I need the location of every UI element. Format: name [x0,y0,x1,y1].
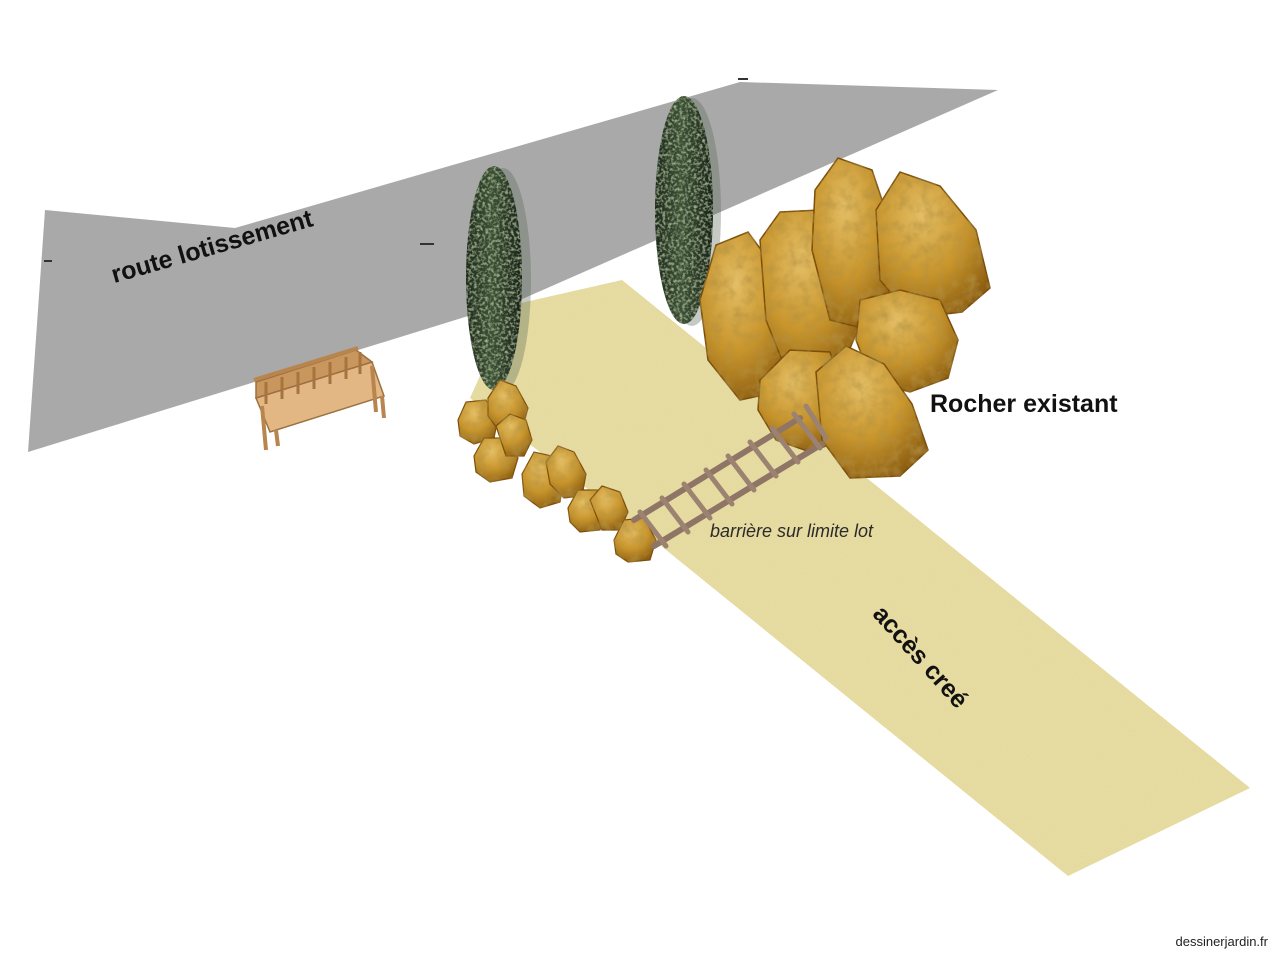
rock-boulder-icon [699,157,991,479]
rock-label: Rocher existant [930,390,1118,418]
wooden-fence-icon [631,403,829,549]
site-credit: dessinerjardin.fr [1175,934,1269,949]
cypress-tree-icon [466,166,531,392]
cypress-tree-icon [655,96,721,326]
small-rocks-group [457,379,657,563]
gravel-access-path [470,280,1250,876]
wooden-bench-icon [253,346,386,451]
fence-label: barrière sur limite lot [710,521,874,541]
